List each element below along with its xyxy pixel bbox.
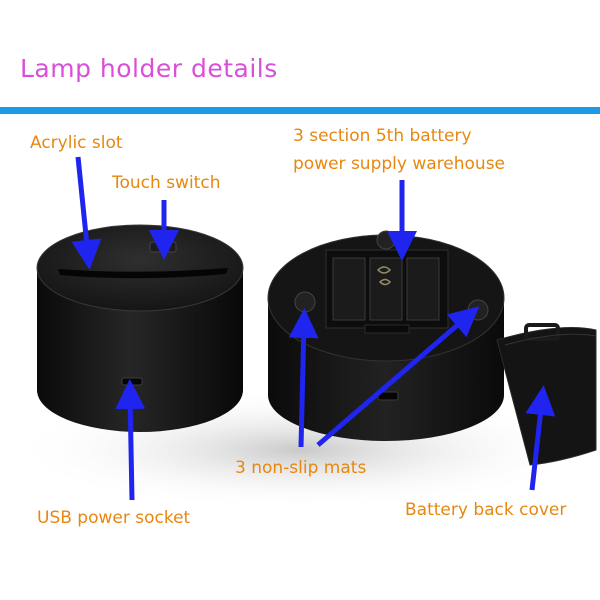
page-title: Lamp holder details xyxy=(20,54,278,83)
arrow-acrylic-slot xyxy=(71,156,102,270)
non-slip-mat xyxy=(467,299,489,321)
arrow-mat-left xyxy=(288,308,319,448)
non-slip-mat xyxy=(294,291,316,313)
label-non-slip-mats: 3 non-slip mats xyxy=(235,458,367,478)
label-touch-switch: Touch switch xyxy=(112,173,221,193)
label-battery-line2: power supply warehouse xyxy=(293,154,506,174)
annotation-arrows xyxy=(71,156,556,501)
usb-port xyxy=(121,377,143,386)
label-acrylic-slot: Acrylic slot xyxy=(30,133,123,153)
label-battery-line1: 3 section 5th battery xyxy=(293,126,472,146)
arrow-usb xyxy=(115,379,146,501)
label-back-cover: Battery back cover xyxy=(405,500,567,520)
lamp-base-left xyxy=(36,224,244,432)
arrow-back-cover xyxy=(525,385,556,491)
divider-line xyxy=(0,107,600,114)
non-slip-mat xyxy=(376,230,396,250)
acrylic-slot xyxy=(58,268,228,279)
label-usb-socket: USB power socket xyxy=(37,508,191,528)
arrow-mat-right xyxy=(316,306,480,447)
lamp-base-right xyxy=(267,230,505,441)
